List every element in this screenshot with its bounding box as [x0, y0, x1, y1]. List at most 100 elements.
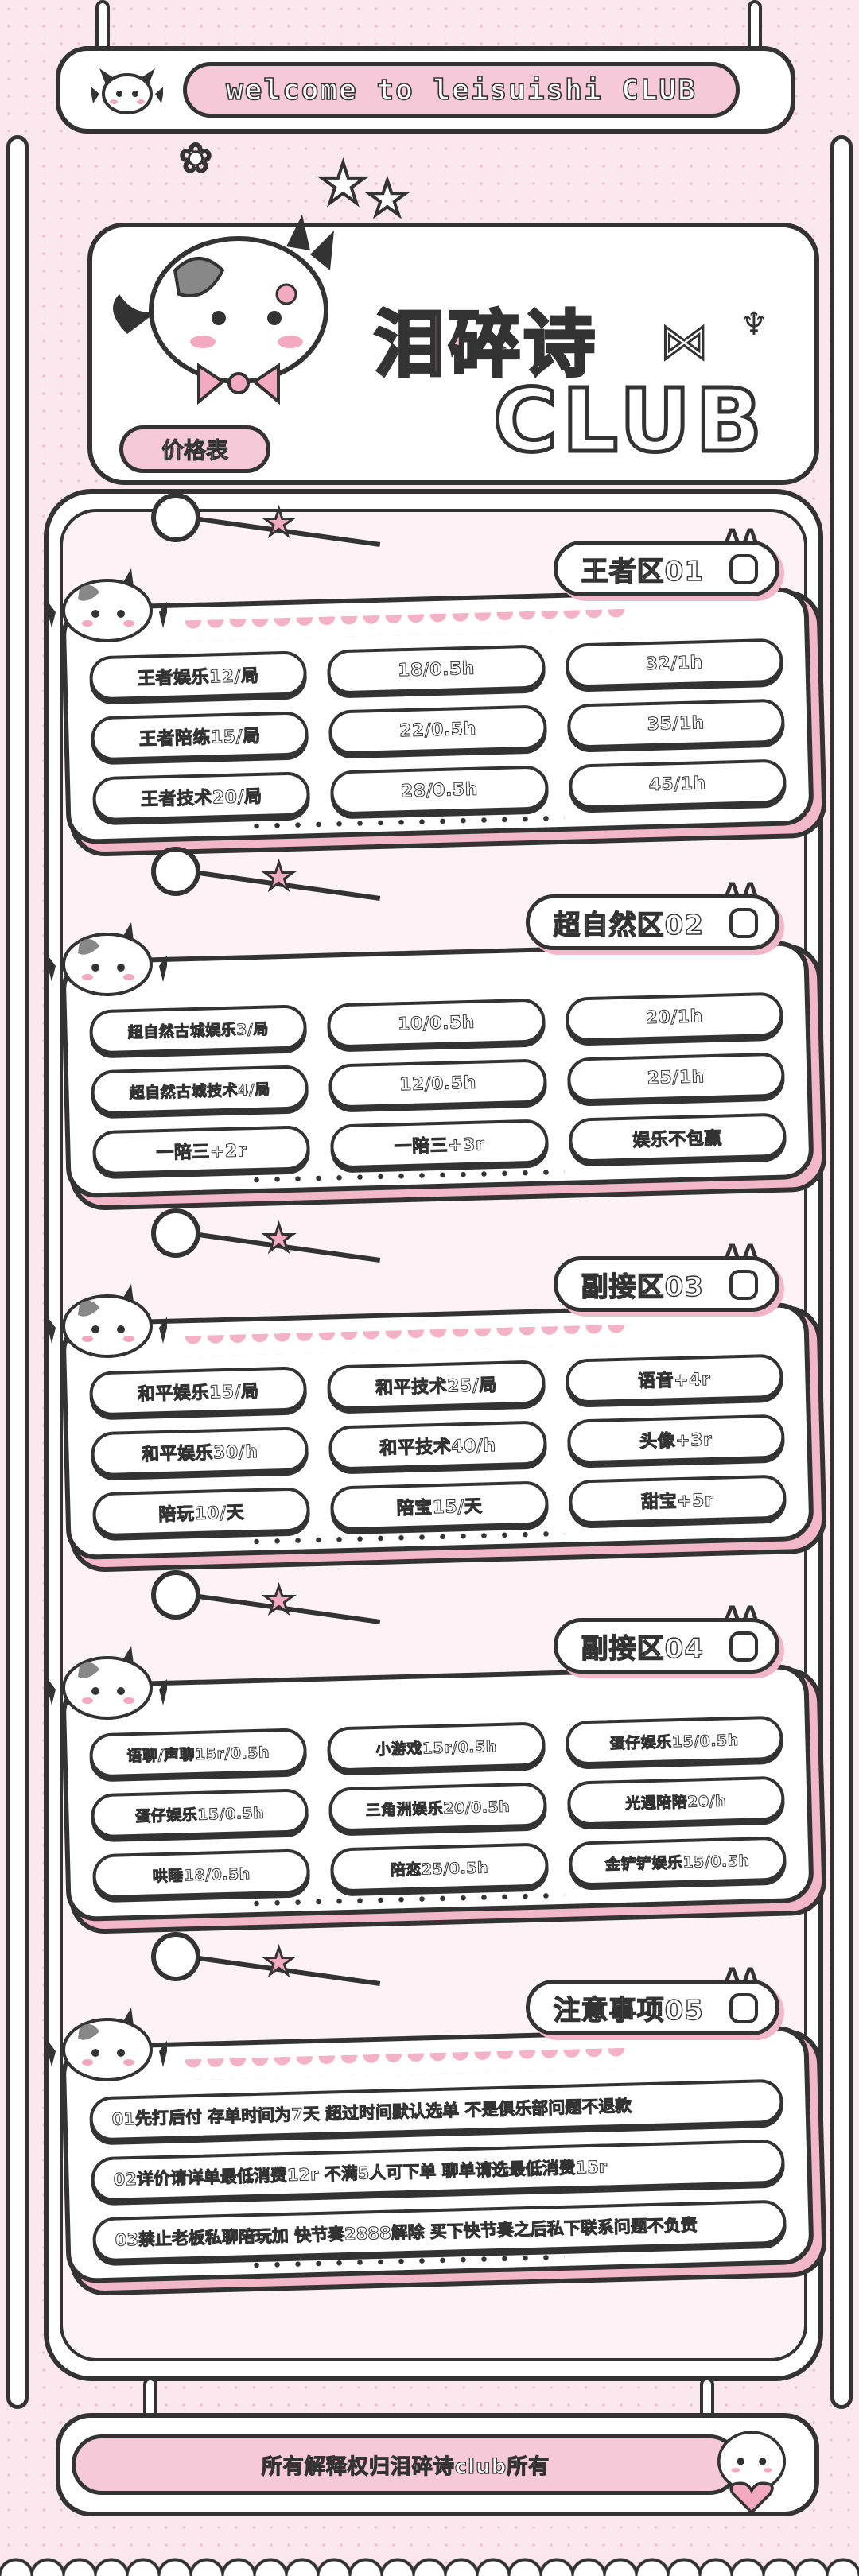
price-item: 32/1h: [565, 638, 784, 689]
price-item: 三角洲娱乐20/0.5h: [328, 1782, 547, 1833]
price-grid: 王者娱乐12/局 18/0.5h 32/1h 王者陪练15/局 22/0.5h …: [88, 638, 787, 822]
section-title: 超自然区02 ᐱᐱ: [525, 878, 779, 950]
price-item: 娱乐不包赢: [568, 1112, 787, 1163]
price-item: 语音+4r: [565, 1353, 784, 1404]
lantern-icon: [729, 1993, 758, 2023]
section-wangzhe: ★ 王者区01 ᐱᐱ 王者娱乐12/局 18/0.5h 32/1h 王者陪练15…: [48, 493, 827, 859]
star-icon: ★: [261, 854, 296, 899]
devil-horns-icon: ♆: [740, 306, 768, 343]
connector-ring: [151, 1570, 200, 1620]
star-icon: ★: [261, 500, 296, 545]
price-item: 28/0.5h: [330, 765, 549, 816]
star-icon: ★: [261, 1216, 296, 1261]
section-title-text: 副接区04: [581, 1632, 704, 1665]
club-title-en: CLUB: [491, 368, 768, 474]
price-grid: 语聊/声聊15r/0.5h 小游戏15r/0.5h 蛋仔娱乐15/0.5h 蛋仔…: [88, 1715, 787, 1899]
price-item: 35/1h: [566, 698, 786, 749]
devil-horns-icon: ᐱᐱ: [723, 1601, 760, 1627]
section-title-text: 注意事项05: [553, 1994, 704, 2027]
price-item: 小游戏15r/0.5h: [327, 1721, 546, 1772]
price-item: 蛋仔娱乐15/0.5h: [565, 1715, 784, 1766]
scallop-border: [0, 2544, 859, 2576]
price-item: 王者技术20/局: [91, 771, 311, 822]
welcome-banner: welcome to leisuishi CLUB: [183, 62, 740, 118]
price-item: 和平技术40/h: [328, 1420, 547, 1471]
price-item: 和平技术25/局: [327, 1360, 546, 1410]
connector-ring: [151, 1208, 200, 1258]
drip-decoration: [185, 608, 632, 642]
devil-horns-icon: ᐱᐱ: [723, 1963, 760, 1989]
cow-cat-mascot-icon: [48, 568, 167, 642]
cat-logo-icon: [91, 68, 163, 114]
section-notes: ★ 注意事项05 ᐱᐱ 01先打后付 存单时间为7天 超过时间默认选单 不是俱乐…: [48, 1932, 827, 2298]
side-bar-right: [830, 135, 853, 2409]
section-title-text: 王者区01: [581, 555, 704, 588]
price-item: 金铲铲娱乐15/0.5h: [568, 1836, 787, 1887]
connector-ring: [151, 847, 200, 896]
connector-ring: [151, 1932, 200, 1981]
note-item: 01先打后付 存单时间为7天 超过时间默认选单 不是俱乐部问题不退款: [88, 2078, 784, 2142]
section-title: 王者区01 ᐱᐱ: [553, 524, 779, 596]
section-title-text: 超自然区02: [553, 909, 704, 941]
section-card: 超自然古城娱乐3/局 10/0.5h 20/1h 超自然古城技术4/局 12/0…: [60, 940, 814, 1199]
note-item: 03禁止老板私聊陪玩加 快节奏2888解除 买下快节奏之后私下联系问题不负责: [91, 2199, 787, 2263]
price-item: 陪宝15/天: [330, 1480, 549, 1531]
section-fujie-03: ★ 副接区03 ᐱᐱ 和平娱乐15/局 和平技术25/局 语音+4r 和平娱乐3…: [48, 1208, 827, 1574]
price-item: 一陪三+3r: [330, 1119, 549, 1170]
cow-cat-mascot-icon: [48, 1284, 167, 1358]
star-icon: ★: [364, 169, 410, 228]
cow-cat-mascot-icon: [717, 2431, 787, 2515]
notes-list: 01先打后付 存单时间为7天 超过时间默认选单 不是俱乐部问题不退款 02详价请…: [88, 2078, 787, 2263]
price-item: 18/0.5h: [327, 644, 546, 695]
price-item: 王者陪练15/局: [90, 711, 309, 762]
price-item: 一陪三+2r: [91, 1125, 311, 1176]
price-item: 和平娱乐30/h: [90, 1426, 309, 1477]
price-item: 王者娱乐12/局: [88, 650, 308, 701]
devil-horns-icon: ᐱᐱ: [723, 524, 760, 550]
cow-cat-mascot-icon: [48, 2008, 167, 2081]
price-grid: 超自然古城娱乐3/局 10/0.5h 20/1h 超自然古城技术4/局 12/0…: [88, 991, 787, 1176]
lantern-icon: [729, 1270, 758, 1300]
price-item: 和平娱乐15/局: [88, 1366, 308, 1417]
price-item: 22/0.5h: [328, 704, 547, 755]
section-title: 副接区04 ᐱᐱ: [553, 1601, 779, 1674]
note-item: 02详价请详单最低消费12r 不满5人可下单 聊单请选最低消费15r: [90, 2139, 786, 2202]
section-title-text: 副接区03: [581, 1271, 704, 1303]
connector-ring: [151, 493, 200, 542]
price-item: 10/0.5h: [327, 998, 546, 1049]
price-item: 45/1h: [568, 758, 787, 809]
price-item: 陪恋25/0.5h: [330, 1842, 549, 1893]
price-grid: 和平娱乐15/局 和平技术25/局 语音+4r 和平娱乐30/h 和平技术40/…: [88, 1353, 787, 1538]
paw-icon: ❀: [178, 134, 214, 183]
section-title: 注意事项05 ᐱᐱ: [525, 1963, 779, 2035]
price-item: 甜宝+5r: [568, 1474, 787, 1525]
cow-cat-mascot-icon: [48, 1646, 167, 1720]
star-icon: ★: [317, 149, 370, 218]
price-item: 陪玩10/天: [91, 1487, 311, 1538]
side-bar-left: [6, 135, 29, 2409]
price-list-tag: 价格表: [119, 425, 270, 473]
lantern-icon: [729, 1631, 758, 1662]
section-card: 王者娱乐12/局 18/0.5h 32/1h 王者陪练15/局 22/0.5h …: [60, 586, 814, 845]
price-item: 超自然古城技术4/局: [90, 1065, 309, 1115]
devil-horns-icon: ᐱᐱ: [723, 878, 760, 904]
devil-horns-icon: ᐱᐱ: [723, 1240, 760, 1266]
price-item: 哄睡18/0.5h: [91, 1849, 311, 1899]
cow-cat-mascot-icon: [113, 215, 334, 405]
lantern-icon: [729, 908, 758, 938]
section-card: 和平娱乐15/局 和平技术25/局 语音+4r 和平娱乐30/h 和平技术40/…: [60, 1302, 814, 1561]
section-card: 语聊/声聊15r/0.5h 小游戏15r/0.5h 蛋仔娱乐15/0.5h 蛋仔…: [60, 1663, 814, 1922]
price-item: 语聊/声聊15r/0.5h: [88, 1728, 308, 1779]
section-fujie-04: ★ 副接区04 ᐱᐱ 语聊/声聊15r/0.5h 小游戏15r/0.5h 蛋仔娱…: [48, 1570, 827, 1936]
section-chaoziran: ★ 超自然区02 ᐱᐱ 超自然古城娱乐3/局 10/0.5h 20/1h 超自然…: [48, 847, 827, 1212]
price-item: 头像+3r: [566, 1414, 786, 1465]
price-item: 12/0.5h: [328, 1058, 547, 1109]
section-title: 副接区03 ᐱᐱ: [553, 1240, 779, 1312]
footer-copyright: 所有解释权归泪碎诗club所有: [72, 2434, 740, 2495]
price-item: 光遇陪陪20/h: [566, 1775, 786, 1826]
price-item: 蛋仔娱乐15/0.5h: [90, 1788, 309, 1839]
price-item: 超自然古城娱乐3/局: [88, 1004, 308, 1055]
drip-decoration: [185, 2047, 632, 2081]
star-icon: ★: [261, 1577, 296, 1623]
drip-decoration: [185, 1324, 632, 1357]
